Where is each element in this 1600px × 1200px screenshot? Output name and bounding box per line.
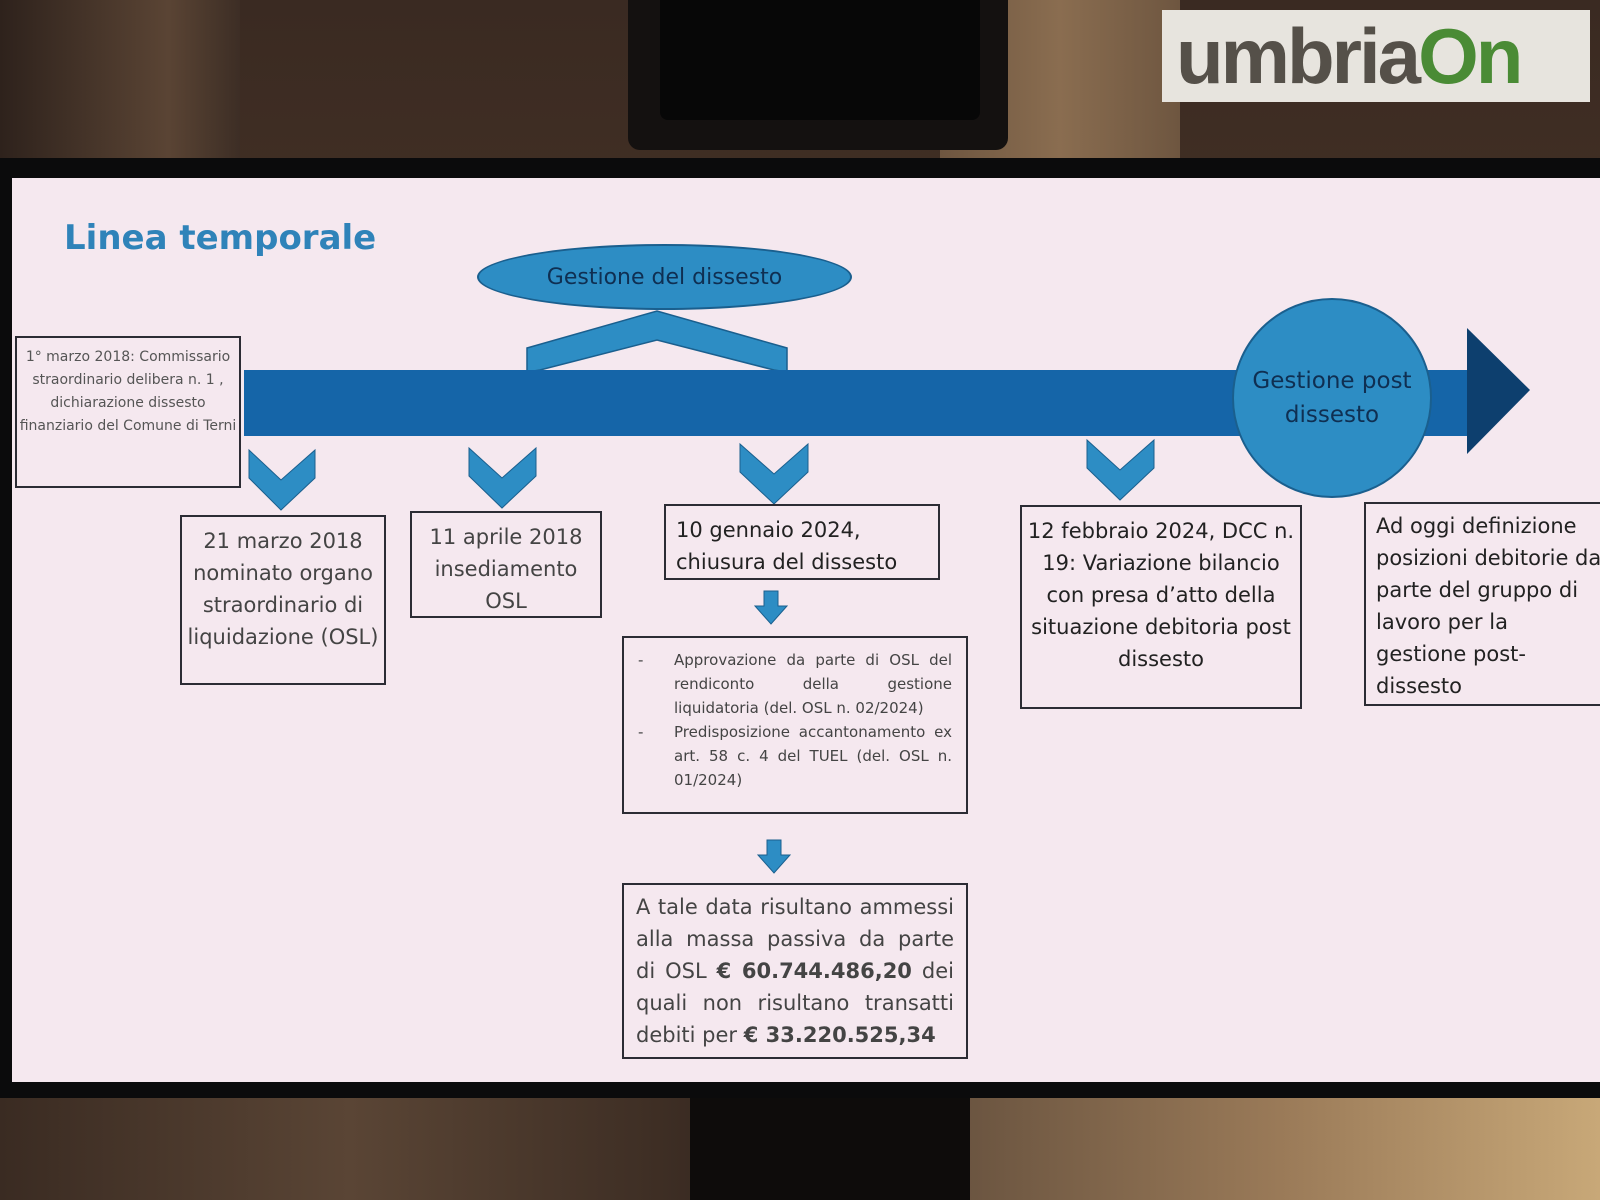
down-arrow-1 xyxy=(753,590,789,625)
phase-bracket xyxy=(526,310,788,373)
amount-unsettled: € 33.220.525,34 xyxy=(743,1023,936,1047)
event-box-3: 11 aprile 2018 insediamento OSL xyxy=(410,511,602,618)
closure-details-box: Approvazione da parte di OSL del rendico… xyxy=(622,636,968,814)
event-box-6: Ad oggi definizione posizioni debitorie … xyxy=(1364,502,1600,706)
background-floor xyxy=(0,1090,700,1200)
result-box: A tale data risultano ammessi alla massa… xyxy=(622,883,968,1059)
event-box-5: 12 febbraio 2024, DCC n. 19: Variazione … xyxy=(1020,505,1302,709)
down-arrow-2 xyxy=(756,839,792,874)
event-text: 1° marzo 2018: Commissario straordinario… xyxy=(19,349,237,434)
event-box-2: 21 marzo 2018 nominato organo straordina… xyxy=(180,515,386,685)
watermark-part2: On xyxy=(1418,11,1523,100)
timeline-arrowhead xyxy=(1467,328,1530,454)
event-text: Ad oggi definizione posizioni debitorie … xyxy=(1376,514,1600,698)
event-text: 11 aprile 2018 insediamento OSL xyxy=(429,525,583,613)
chevron-marker-2 xyxy=(468,446,537,509)
background-floor-right xyxy=(960,1090,1600,1200)
phase-label-post-dissesto: Gestione post dissesto xyxy=(1232,298,1432,498)
monitor-pole xyxy=(690,1080,970,1200)
slide: Linea temporale Gestione del dissesto Ge… xyxy=(12,178,1600,1082)
result-text-before: A tale data risultano ammessi alla massa… xyxy=(636,895,954,983)
closure-detail-item: Predisposizione accantonamento ex art. 5… xyxy=(638,720,952,792)
closure-detail-item: Approvazione da parte di OSL del rendico… xyxy=(638,648,952,720)
chevron-marker-1 xyxy=(248,448,316,511)
event-text: 12 febbraio 2024, DCC n. 19: Variazione … xyxy=(1027,519,1295,671)
chevron-marker-3 xyxy=(739,442,809,505)
event-text: 10 gennaio 2024, chiusura del dissesto xyxy=(676,518,898,574)
event-box-1: 1° marzo 2018: Commissario straordinario… xyxy=(15,336,241,488)
event-box-4: 10 gennaio 2024, chiusura del dissesto xyxy=(664,504,940,580)
monitor-stand-inner xyxy=(660,0,980,120)
result-text-middle: dei quali non risultano transatti debiti… xyxy=(636,959,954,1047)
amount-admitted: € 60.744.486,20 xyxy=(716,959,912,983)
event-text: 21 marzo 2018 nominato organo straordina… xyxy=(187,529,379,649)
slide-title: Linea temporale xyxy=(64,218,377,258)
watermark-part1: umbria xyxy=(1176,11,1421,100)
chevron-marker-4 xyxy=(1086,438,1155,501)
phase-label-dissesto: Gestione del dissesto xyxy=(477,244,852,310)
